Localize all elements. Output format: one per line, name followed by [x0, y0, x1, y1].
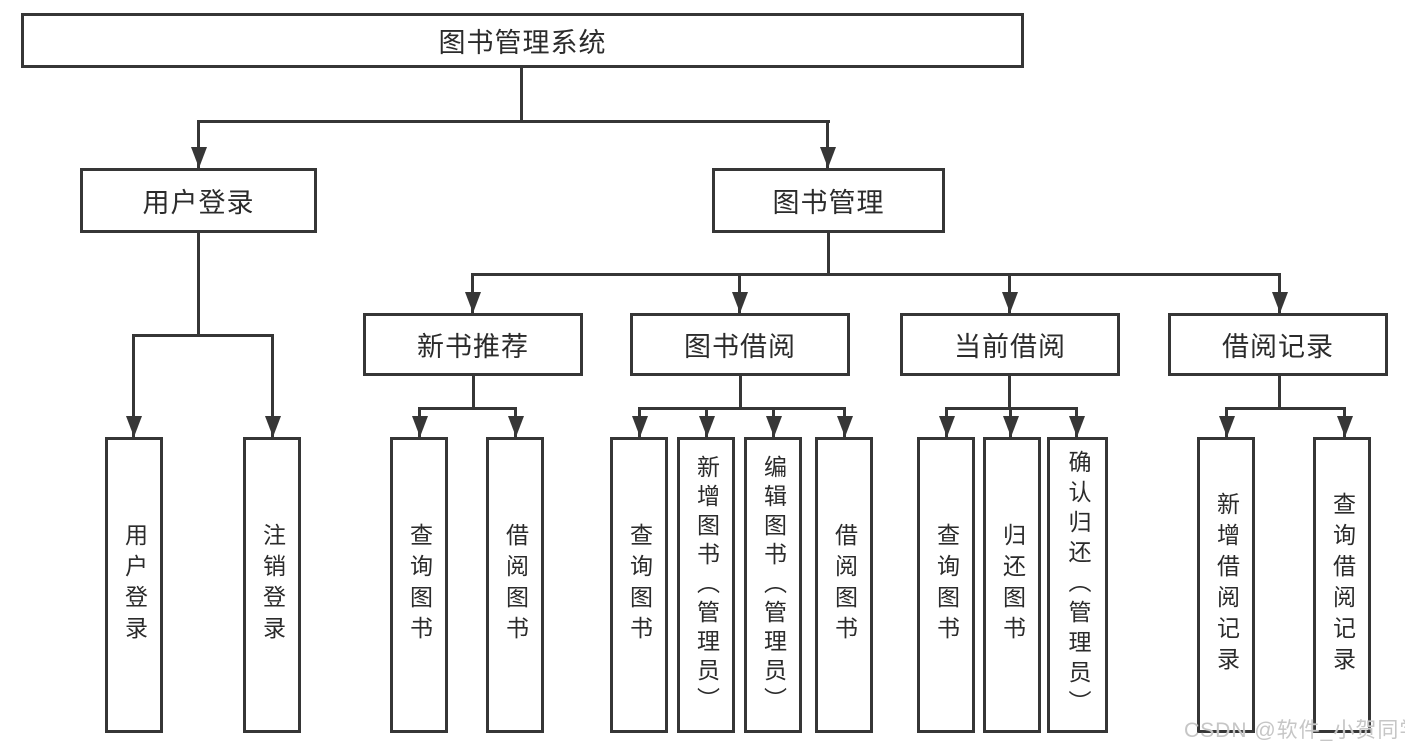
node-borrowing-records-label: 借阅记录: [1222, 332, 1334, 362]
node-leaf-add-borrow-record: 新增借阅记录: [1197, 437, 1255, 733]
node-book-management-label: 图书管理: [772, 188, 885, 218]
node-leaf-query-books-rec: 查询图书: [390, 437, 448, 733]
arrow-to-query-books-rec: [418, 407, 421, 437]
connector-new-book-rec-stem: [472, 376, 475, 407]
connector-book-borrowing-stem: [739, 376, 742, 407]
arrow-to-borrow-books-rec: [514, 407, 517, 437]
node-leaf-user-login: 用户登录: [105, 437, 163, 733]
arrow-to-query-books-current: [945, 407, 948, 437]
connector-borrowing-records-split: [1225, 407, 1346, 410]
arrow-to-borrow-books-borrow: [843, 407, 846, 437]
leaf-logout-label: 注销登录: [259, 523, 286, 647]
connector-current-borrowing-stem: [1008, 376, 1011, 407]
arrow-to-borrowing-records: [1278, 273, 1281, 313]
node-leaf-add-books-admin: 新增图书（管理员）: [677, 437, 735, 733]
leaf-add-books-admin-label: 新增图书（管理员）: [693, 454, 720, 716]
arrow-to-return-books: [1009, 407, 1012, 437]
node-new-book-rec: 新书推荐: [363, 313, 583, 376]
arrow-to-book-management: [826, 120, 829, 168]
csdn-watermark: CSDN @软件_小贺同学: [1184, 719, 1405, 742]
connector-book-management-split: [471, 273, 1281, 276]
node-borrowing-records: 借阅记录: [1168, 313, 1388, 376]
node-leaf-borrow-books-rec: 借阅图书: [486, 437, 544, 733]
node-book-borrowing-label: 图书借阅: [684, 332, 796, 362]
node-new-book-rec-label: 新书推荐: [417, 332, 529, 362]
connector-borrowing-records-stem: [1278, 376, 1281, 407]
node-current-borrowing-label: 当前借阅: [954, 332, 1066, 362]
leaf-query-books-rec-label: 查询图书: [406, 523, 433, 647]
arrow-to-user-login: [197, 120, 200, 168]
connector-user-login-split: [132, 334, 273, 337]
arrow-to-new-book-rec: [471, 273, 474, 313]
node-leaf-query-books-current: 查询图书: [917, 437, 975, 733]
connector-book-management-stem: [827, 233, 830, 276]
node-root-label: 图书管理系统: [438, 28, 607, 58]
arrow-to-query-books-borrow: [638, 407, 641, 437]
leaf-edit-books-admin-label: 编辑图书（管理员）: [760, 454, 787, 716]
node-leaf-borrow-books-borrow: 借阅图书: [815, 437, 873, 733]
arrow-to-leaf-user-login: [132, 334, 135, 437]
node-current-borrowing: 当前借阅: [900, 313, 1120, 376]
leaf-query-borrow-record-label: 查询借阅记录: [1329, 492, 1356, 678]
node-root: 图书管理系统: [21, 13, 1024, 68]
node-leaf-edit-books-admin: 编辑图书（管理员）: [744, 437, 802, 733]
arrow-to-add-books-admin: [705, 407, 708, 437]
arrow-to-confirm-return-admin: [1075, 407, 1078, 437]
leaf-query-books-current-label: 查询图书: [933, 523, 960, 647]
node-user-login-label: 用户登录: [142, 188, 255, 218]
arrow-to-edit-books-admin: [772, 407, 775, 437]
arrow-to-query-borrow-record: [1343, 407, 1346, 437]
node-leaf-query-borrow-record: 查询借阅记录: [1313, 437, 1371, 733]
leaf-borrow-books-borrow-label: 借阅图书: [831, 523, 858, 647]
node-leaf-confirm-return-admin: 确认归还（管理员）: [1047, 437, 1108, 733]
node-leaf-logout: 注销登录: [243, 437, 301, 733]
leaf-confirm-return-admin-label: 确认归还（管理员）: [1065, 450, 1091, 720]
node-leaf-return-books: 归还图书: [983, 437, 1041, 733]
connector-user-login-stem: [197, 233, 200, 334]
leaf-add-borrow-record-label: 新增借阅记录: [1213, 492, 1240, 678]
node-leaf-query-books-borrow: 查询图书: [610, 437, 668, 733]
arrow-to-leaf-logout: [271, 334, 274, 437]
leaf-borrow-books-rec-label: 借阅图书: [502, 523, 529, 647]
connector-book-borrowing-split: [638, 407, 846, 410]
leaf-return-books-label: 归还图书: [999, 523, 1026, 647]
node-book-management: 图书管理: [712, 168, 945, 233]
leaf-query-books-borrow-label: 查询图书: [626, 523, 653, 647]
arrow-to-book-borrowing: [738, 273, 741, 313]
arrow-to-add-borrow-record: [1225, 407, 1228, 437]
connector-root-split: [197, 120, 830, 123]
node-book-borrowing: 图书借阅: [630, 313, 850, 376]
leaf-user-login-label: 用户登录: [121, 523, 148, 647]
arrow-to-current-borrowing: [1008, 273, 1011, 313]
connector-new-book-rec-split: [418, 407, 517, 410]
node-user-login: 用户登录: [80, 168, 317, 233]
connector-root-stem: [520, 68, 523, 120]
